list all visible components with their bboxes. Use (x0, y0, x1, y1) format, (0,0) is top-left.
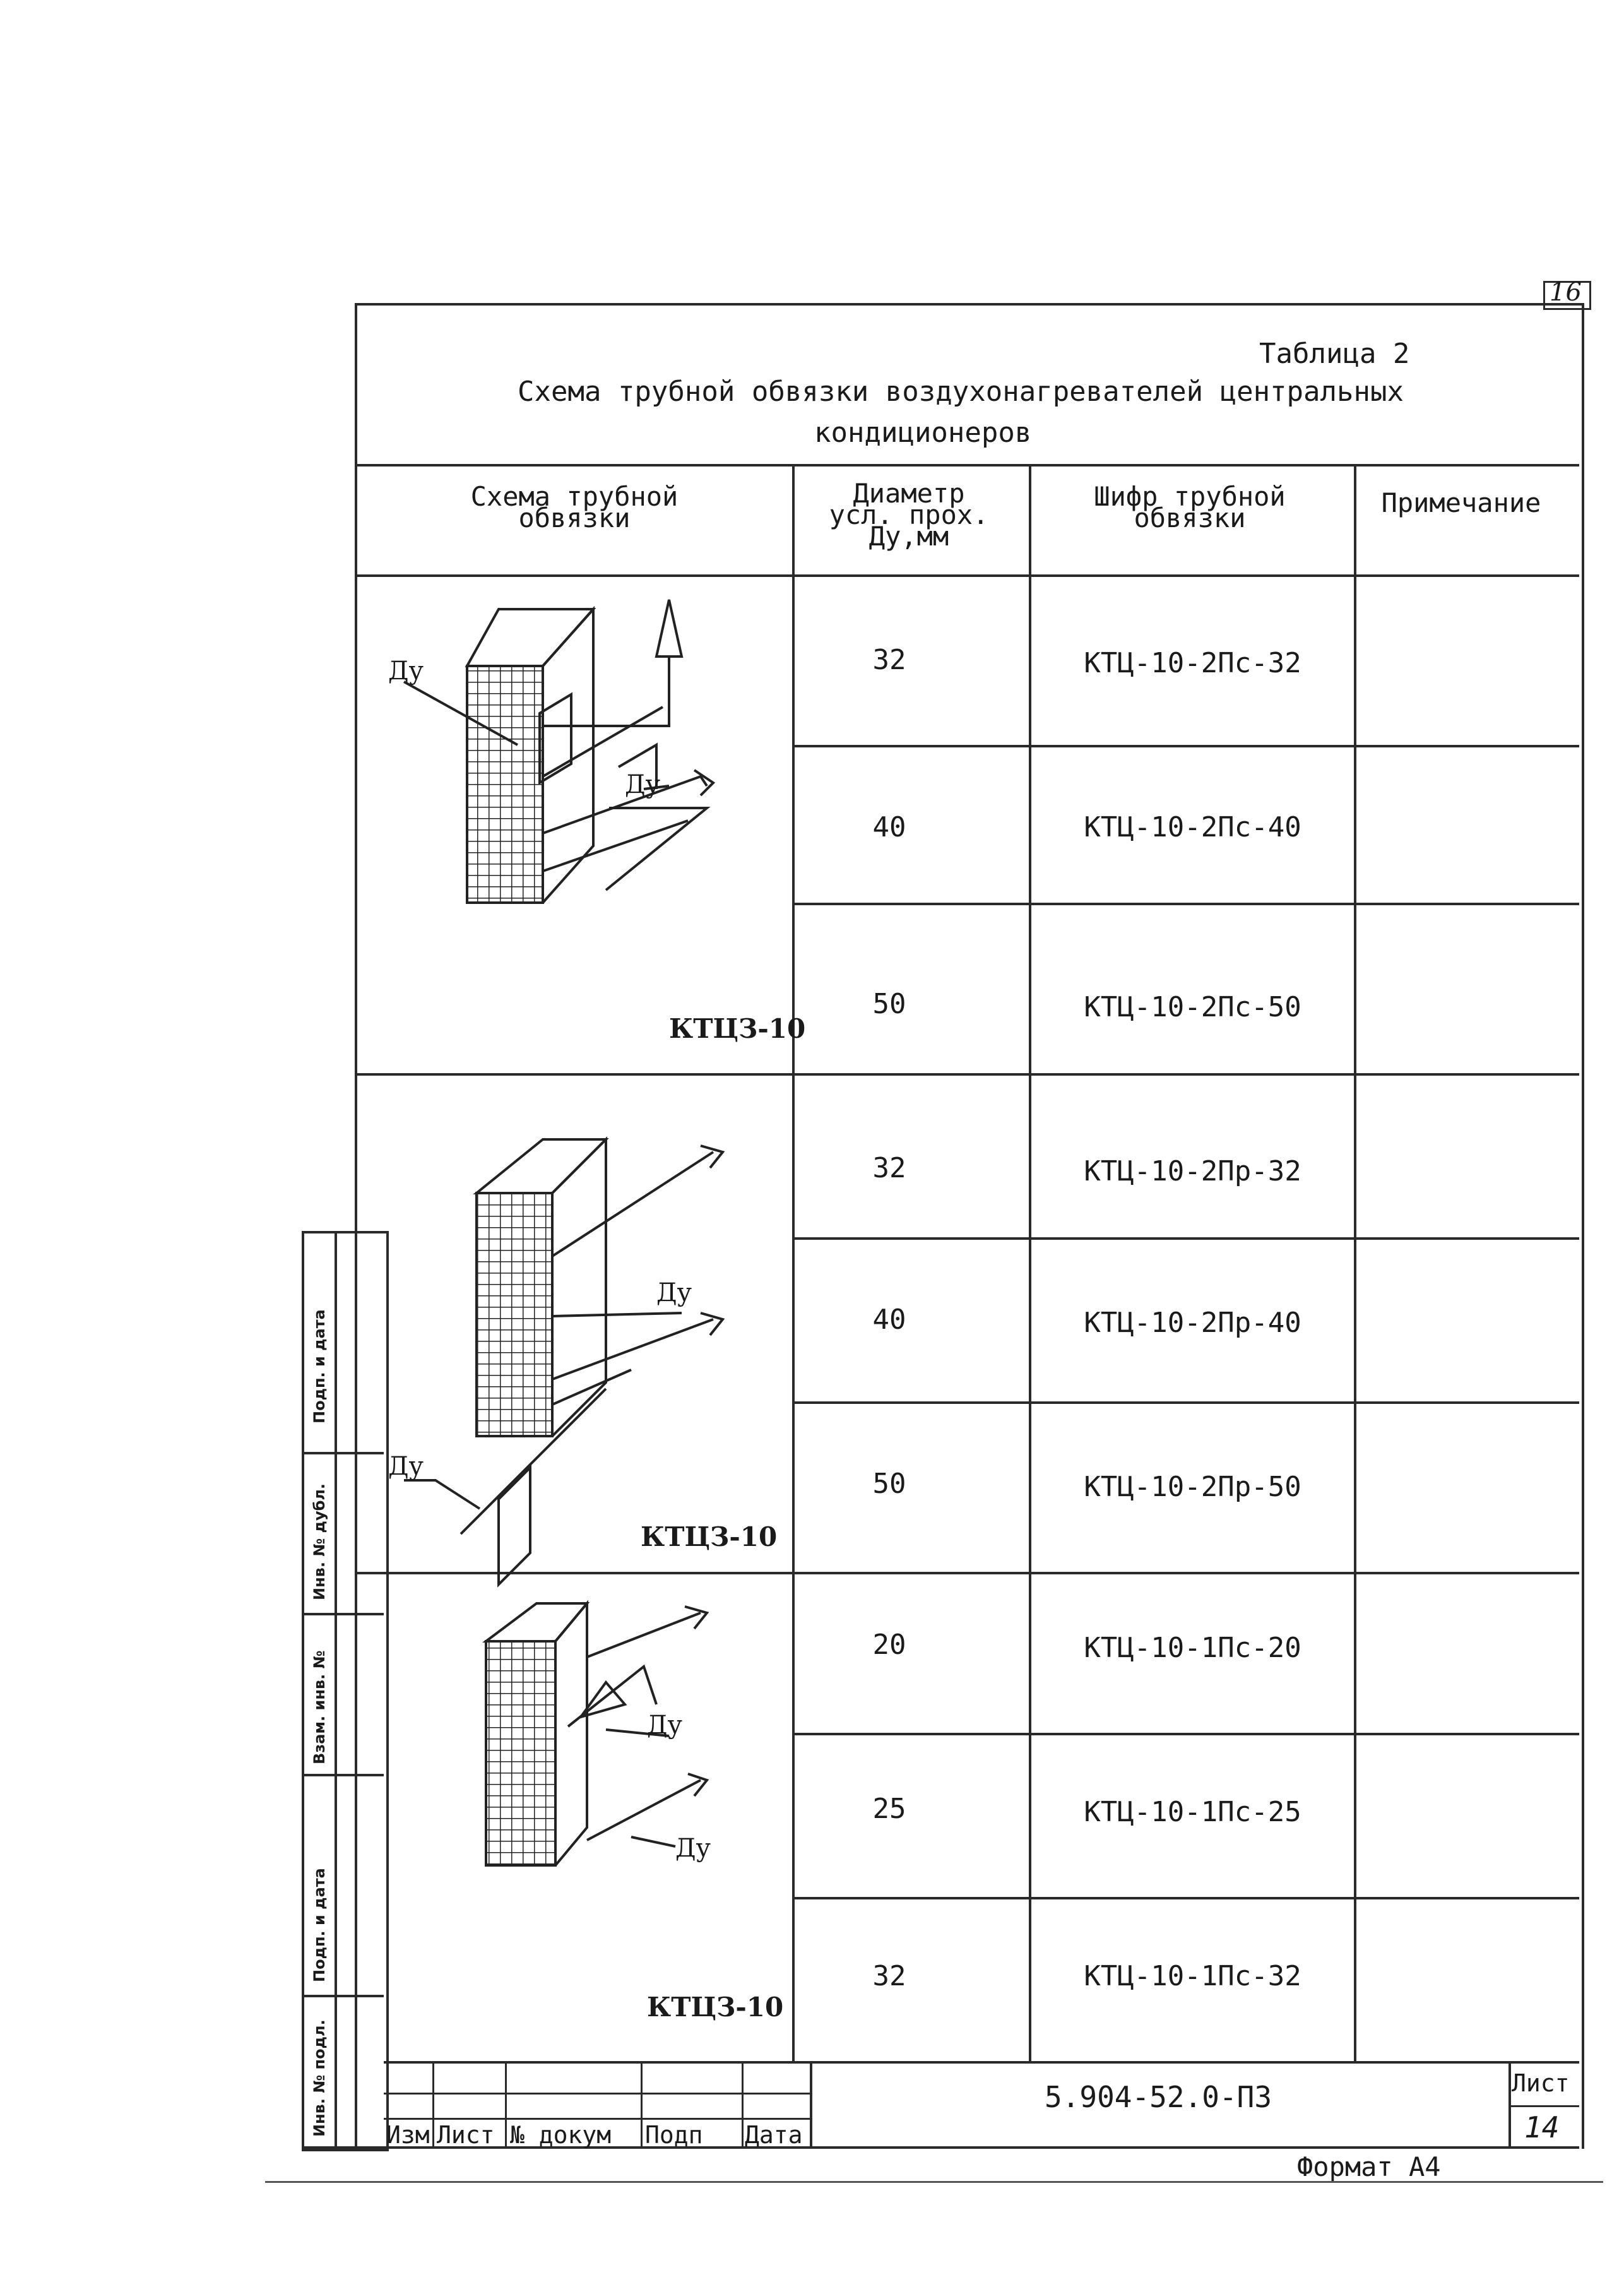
table-title-line2: кондиционеров (814, 417, 1032, 449)
header-top-rule (357, 464, 1579, 466)
du-label: Ду (675, 1834, 711, 1863)
cell-code: КТЦ-10-2Пр-50 (1084, 1471, 1301, 1503)
stamp-inv-dubl: Инв. № дубл. (311, 1483, 328, 1600)
cell-diameter: 40 (872, 1304, 906, 1336)
page-number-box (1543, 281, 1591, 310)
header-scheme: Схема трубной обвязки (470, 481, 679, 533)
du-label: Ду (656, 1278, 692, 1307)
side-stamp-divider (335, 1231, 337, 2146)
cell-diameter: 40 (872, 811, 906, 843)
col-divider-3 (1354, 464, 1356, 2061)
stamp-inv-podl: Инв. № подл. (311, 2019, 328, 2137)
header-code: Шифр трубной обвязки (1094, 481, 1286, 533)
page-number: 16 (1550, 278, 1582, 307)
tb-col (432, 2061, 434, 2146)
cell-diameter: 20 (872, 1629, 906, 1661)
group-rule-2 (357, 1572, 1579, 1574)
group-rule-1 (357, 1073, 1579, 1076)
header-bottom-rule (357, 574, 1579, 577)
header-note: Примечание (1381, 487, 1541, 518)
header-diameter: Диаметр усл. прох. Ду,мм (829, 478, 989, 552)
cell-code: КТЦ-10-2Пс-50 (1084, 991, 1301, 1023)
format-label: Формат А4 (1297, 2151, 1441, 2182)
tb-col-list: Лист (437, 2121, 495, 2149)
title-block-top-rule (384, 2061, 1579, 2064)
side-stamp-row (302, 1452, 384, 1454)
cell-diameter: 32 (872, 1152, 906, 1184)
table-label: Таблица 2 (1259, 338, 1410, 370)
col-divider-1 (792, 464, 795, 2061)
cell-diameter: 50 (872, 1468, 906, 1500)
sheet-number: 14 (1524, 2110, 1560, 2144)
tb-col (1508, 2061, 1511, 2146)
cell-diameter: 25 (872, 1793, 906, 1825)
scheme-caption: КТЦЗ-10 (641, 1521, 778, 1552)
side-stamp-row (302, 1774, 384, 1776)
tb-col (810, 2061, 812, 2146)
tb-col-podp: Подп (645, 2121, 703, 2149)
stamp-podp-data-top: Подп. и дата (311, 1309, 328, 1423)
row-rule (795, 1897, 1579, 1899)
title-block-bottom-rule (302, 2146, 1579, 2149)
col-divider-2 (1029, 464, 1031, 2061)
du-label: Ду (625, 770, 661, 799)
side-stamp-row (302, 1613, 384, 1615)
cell-code: КТЦ-10-1Пс-20 (1084, 1632, 1301, 1664)
page-bottom-rule (265, 2181, 1603, 2183)
row-rule (795, 745, 1579, 747)
row-rule (795, 1401, 1579, 1404)
cell-diameter: 32 (872, 1960, 906, 1992)
cell-code: КТЦ-10-2Пс-32 (1084, 647, 1301, 679)
du-label: Ду (647, 1711, 683, 1740)
du-label: Ду (388, 1452, 424, 1481)
cell-code: КТЦ-10-2Пр-32 (1084, 1155, 1301, 1187)
row-rule (795, 1733, 1579, 1735)
tb-col-data: Дата (745, 2121, 803, 2149)
row-rule (795, 903, 1579, 905)
stamp-podp-data-bottom: Подп. и дата (311, 1868, 328, 1982)
doc-code: 5.904-52.0-ПЗ (1045, 2080, 1272, 2114)
cell-code: КТЦ-10-2Пр-40 (1084, 1307, 1301, 1339)
cell-diameter: 32 (872, 644, 906, 676)
title-block-mid-rule (384, 2093, 810, 2095)
scheme-caption: КТЦЗ-10 (647, 1992, 784, 2023)
du-label: Ду (388, 657, 424, 686)
tb-col (505, 2061, 507, 2146)
title-block-mid-rule (384, 2118, 810, 2120)
drawing-frame (355, 303, 1584, 2149)
cell-code: КТЦ-10-1Пс-32 (1084, 1960, 1301, 1992)
scheme-3-drawing (482, 1600, 709, 1867)
tb-col (641, 2061, 643, 2146)
sheet-label: Лист (1512, 2069, 1570, 2097)
side-stamp-row (302, 1995, 384, 1997)
side-stamp (302, 1231, 389, 2151)
cell-code: КТЦ-10-2Пс-40 (1084, 811, 1301, 843)
scheme-2-drawing (404, 1136, 725, 1588)
tb-col-dokum: № докум (510, 2121, 612, 2149)
cell-code: КТЦ-10-1Пс-25 (1084, 1796, 1301, 1828)
tb-col (742, 2061, 744, 2146)
row-rule (795, 1237, 1579, 1240)
cell-diameter: 50 (872, 988, 906, 1020)
tb-sheet-rule (1508, 2105, 1579, 2107)
scheme-caption: КТЦЗ-10 (669, 1013, 806, 1044)
tb-col-izm: Изм (386, 2121, 430, 2149)
stamp-vzam-inv: Взам. инв. № (311, 1650, 328, 1764)
table-title-line1: Схема трубной обвязки воздухонагревателе… (518, 376, 1404, 408)
scheme-1-drawing (403, 599, 716, 904)
